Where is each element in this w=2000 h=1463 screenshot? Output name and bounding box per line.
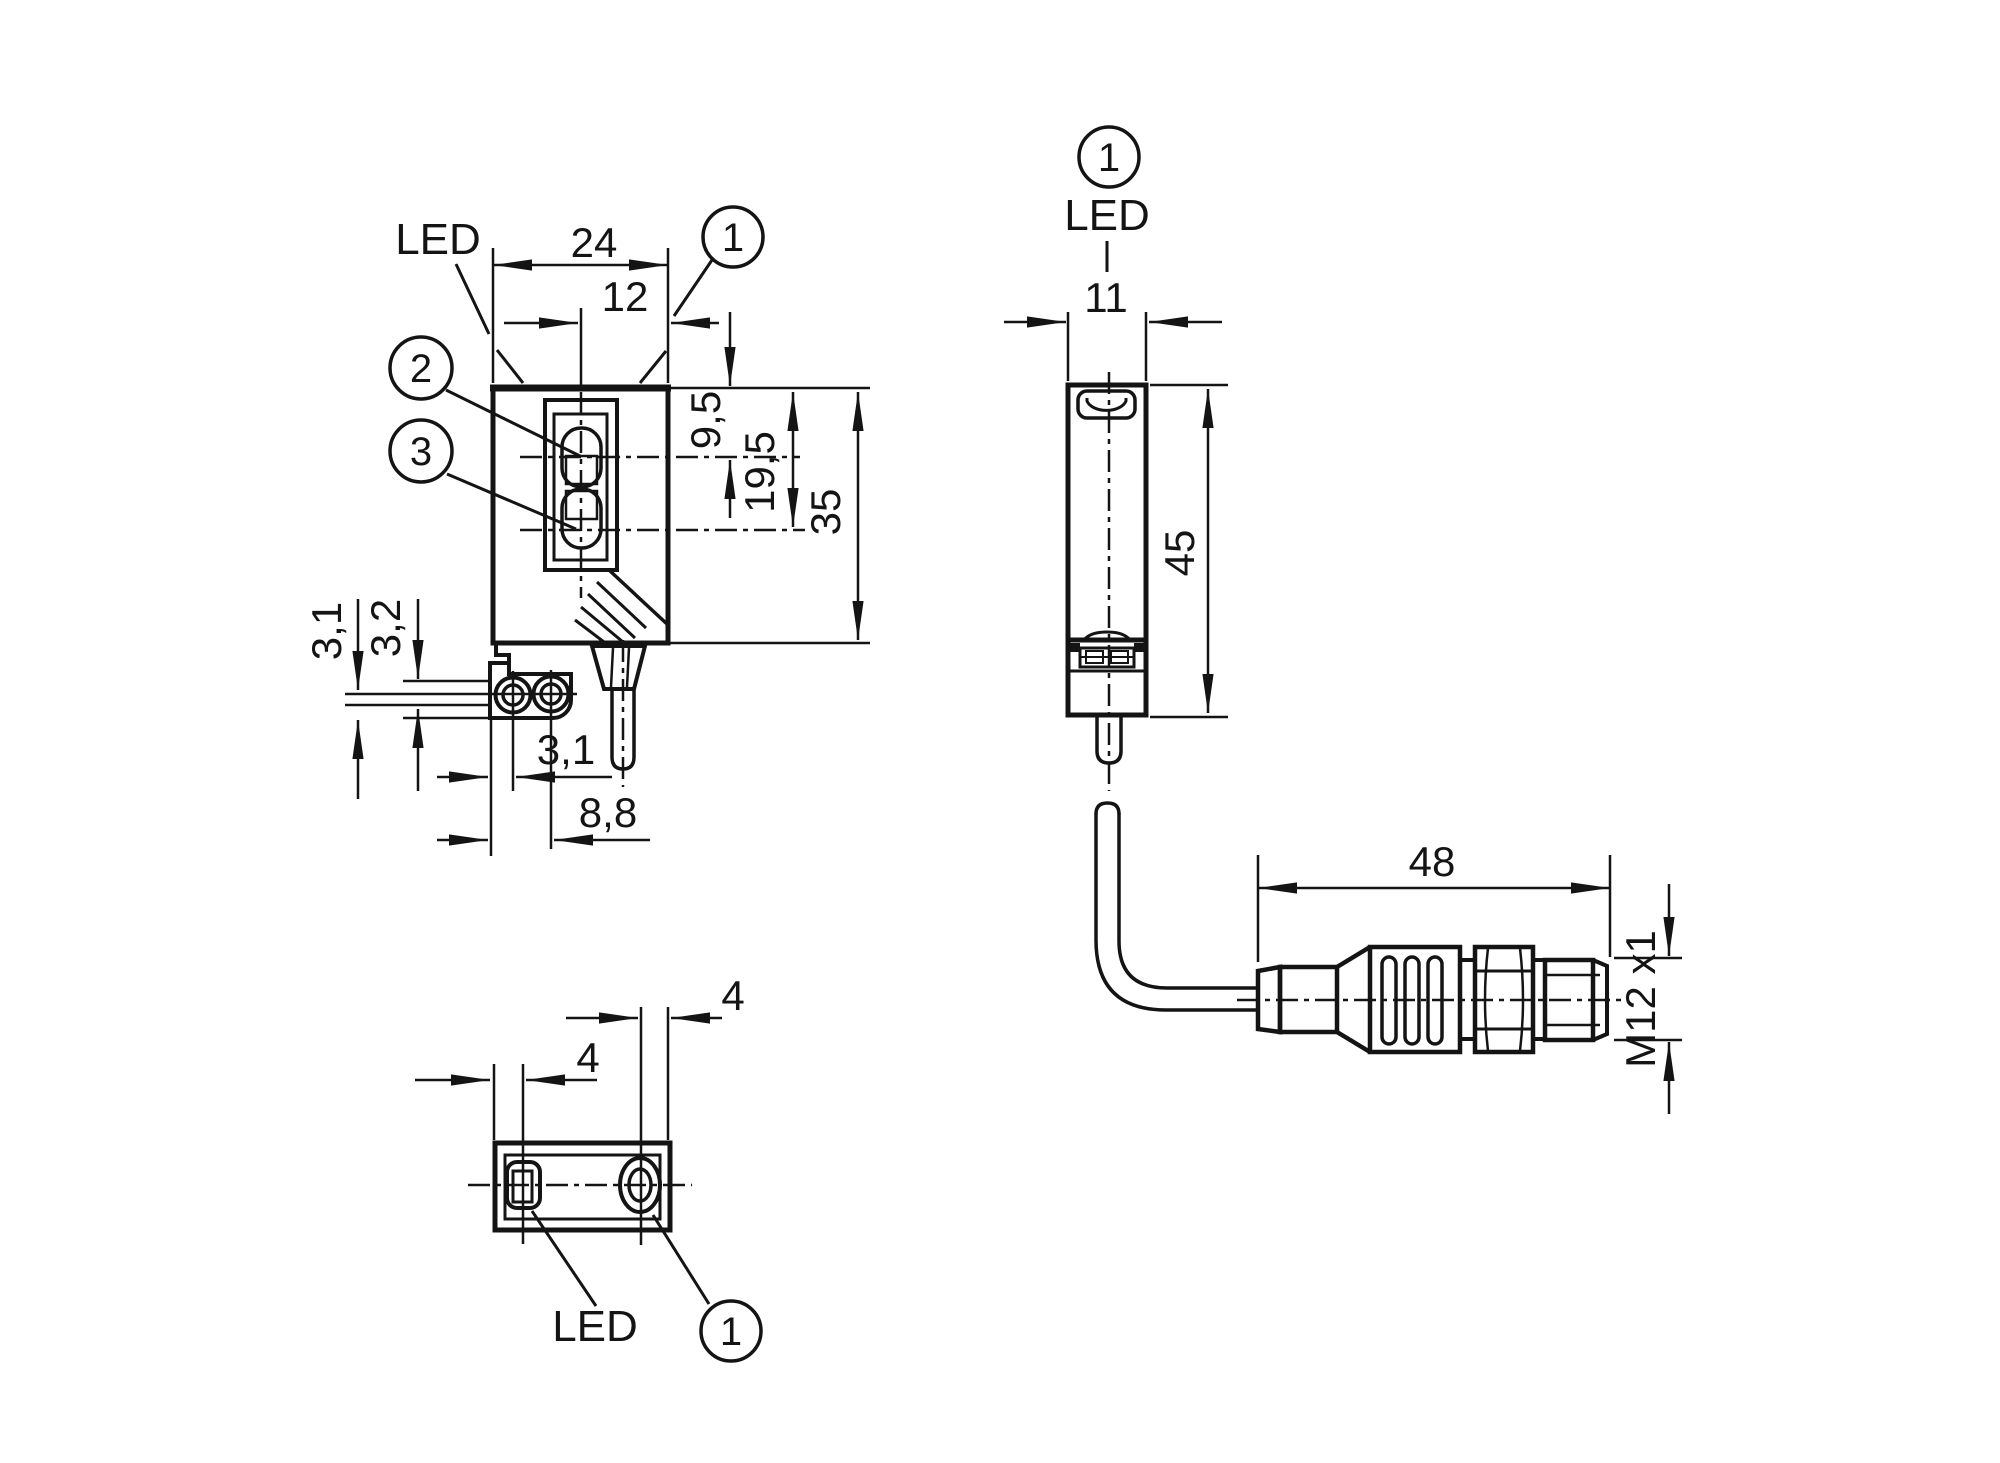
clamp-arc xyxy=(1082,630,1132,641)
side-led-label: LED xyxy=(1064,191,1150,240)
callout-1-leader xyxy=(672,259,714,317)
callout-1-number: 1 xyxy=(720,1310,742,1354)
dim-text-45: 45 xyxy=(1156,530,1203,577)
callout-2-number: 2 xyxy=(410,347,432,391)
dim-text-m12: M12 x1 xyxy=(1617,930,1664,1068)
callout-3-circle xyxy=(388,418,454,484)
callout-2-leader xyxy=(445,388,581,458)
callout-1-number: 1 xyxy=(1098,136,1120,180)
dim-text-4-left: 4 xyxy=(576,1034,599,1081)
dim-text-48: 48 xyxy=(1409,838,1456,885)
dim-text-3-1-left: 3,1 xyxy=(303,602,350,660)
bottom-led-label: LED xyxy=(552,1302,638,1351)
dim-text-3-1-bottom: 3,1 xyxy=(537,726,595,773)
dim-text-19-5: 19,5 xyxy=(736,431,783,513)
connector-cone-top xyxy=(1335,945,1372,969)
dim-text-12: 12 xyxy=(602,273,649,320)
cable-outer xyxy=(1094,813,1259,1012)
bottom-view: 4 4 LED 1 xyxy=(415,972,763,1363)
callout-1-circle xyxy=(701,205,765,269)
cable-gland xyxy=(589,644,648,691)
dim-text-8-8: 8,8 xyxy=(579,789,637,836)
callout-1-circle xyxy=(699,1299,763,1363)
cable-end-cap xyxy=(1094,801,1121,815)
front-view: 24 12 LED 1 2 3 9,5 19,5 35 xyxy=(303,205,870,856)
callout-2-circle xyxy=(388,335,454,401)
front-chamfer-left xyxy=(495,349,525,384)
gland-inner-line xyxy=(609,647,615,688)
mounting-bracket xyxy=(488,643,573,720)
side-led-window xyxy=(1076,389,1137,420)
callout-1-number: 1 xyxy=(722,216,744,260)
connector-cone-bottom xyxy=(1335,1030,1372,1054)
side-body-outline xyxy=(1065,382,1149,718)
corner-hatching xyxy=(574,580,648,647)
cable-inner xyxy=(1117,813,1259,990)
connector-view: 48 M12 x1 xyxy=(1094,801,1682,1114)
callout-3-leader xyxy=(446,472,577,531)
callout-3-number: 3 xyxy=(410,430,432,474)
dim-text-35: 35 xyxy=(802,489,849,536)
clamp-block-right xyxy=(1134,643,1145,652)
clamp-screw-detail xyxy=(1085,650,1104,664)
front-chamfer-right xyxy=(638,350,668,384)
corner-chamfer-line xyxy=(607,568,669,626)
dim-text-3-2: 3,2 xyxy=(362,599,409,657)
dim-text-24: 24 xyxy=(571,219,618,266)
bottom-body-outline xyxy=(492,1140,673,1233)
gland-inner-line xyxy=(625,647,631,688)
front-led-label: LED xyxy=(395,215,481,264)
bottom-led-leader xyxy=(530,1210,598,1307)
dim-text-4-right: 4 xyxy=(721,972,744,1019)
clamp-block-left xyxy=(1069,643,1080,652)
bottom-callout-1-leader xyxy=(651,1214,711,1305)
side-view: 1 LED 11 45 xyxy=(1004,125,1228,791)
dim-text-9-5: 9,5 xyxy=(682,391,729,449)
dim-text-11: 11 xyxy=(1084,274,1128,321)
clamp-screw-detail xyxy=(1110,650,1129,664)
callout-1-circle xyxy=(1077,125,1141,189)
side-led-window-inner xyxy=(1085,398,1128,412)
front-led-leader xyxy=(454,263,491,335)
